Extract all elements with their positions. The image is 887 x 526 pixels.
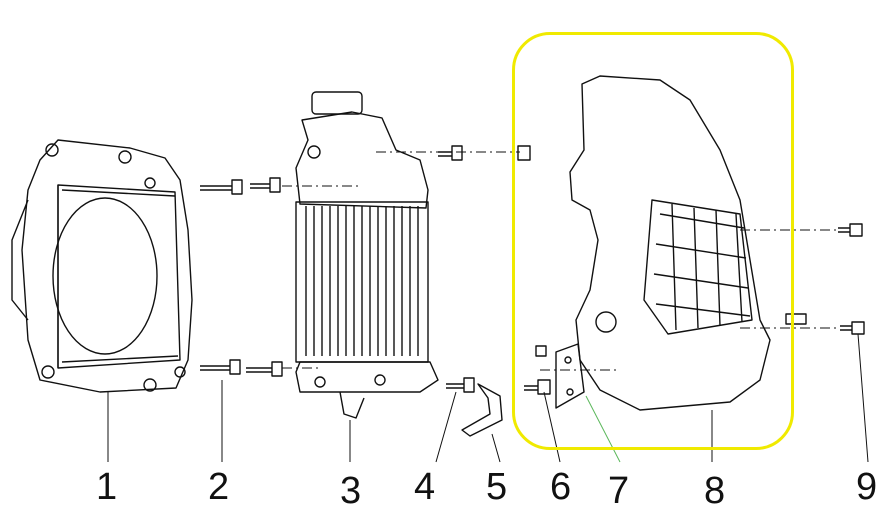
part-2-bolts xyxy=(200,177,283,377)
callout-9: 9 xyxy=(856,466,878,508)
callout-5: 5 xyxy=(486,466,508,508)
part-7-plate xyxy=(555,343,585,409)
alignment-lines xyxy=(282,151,840,371)
part-3-radiator xyxy=(295,91,439,419)
callout-2: 2 xyxy=(208,466,230,508)
part-9-bolts xyxy=(785,223,865,335)
callout-8: 8 xyxy=(704,470,726,512)
leader-lines xyxy=(107,333,869,463)
radiator-top-bolts xyxy=(438,145,531,161)
part-8-radiator-cover xyxy=(569,75,771,411)
part-1-fan-shroud xyxy=(11,139,193,393)
callout-1: 1 xyxy=(96,466,118,508)
callout-4: 4 xyxy=(414,466,436,508)
callout-6: 6 xyxy=(550,466,572,508)
part-4-bolt xyxy=(446,377,475,393)
part-5-bracket xyxy=(461,383,503,437)
leader-line-7 xyxy=(585,395,621,463)
highlight-box xyxy=(512,32,794,450)
callout-3: 3 xyxy=(340,470,362,512)
callout-7: 7 xyxy=(608,470,630,512)
